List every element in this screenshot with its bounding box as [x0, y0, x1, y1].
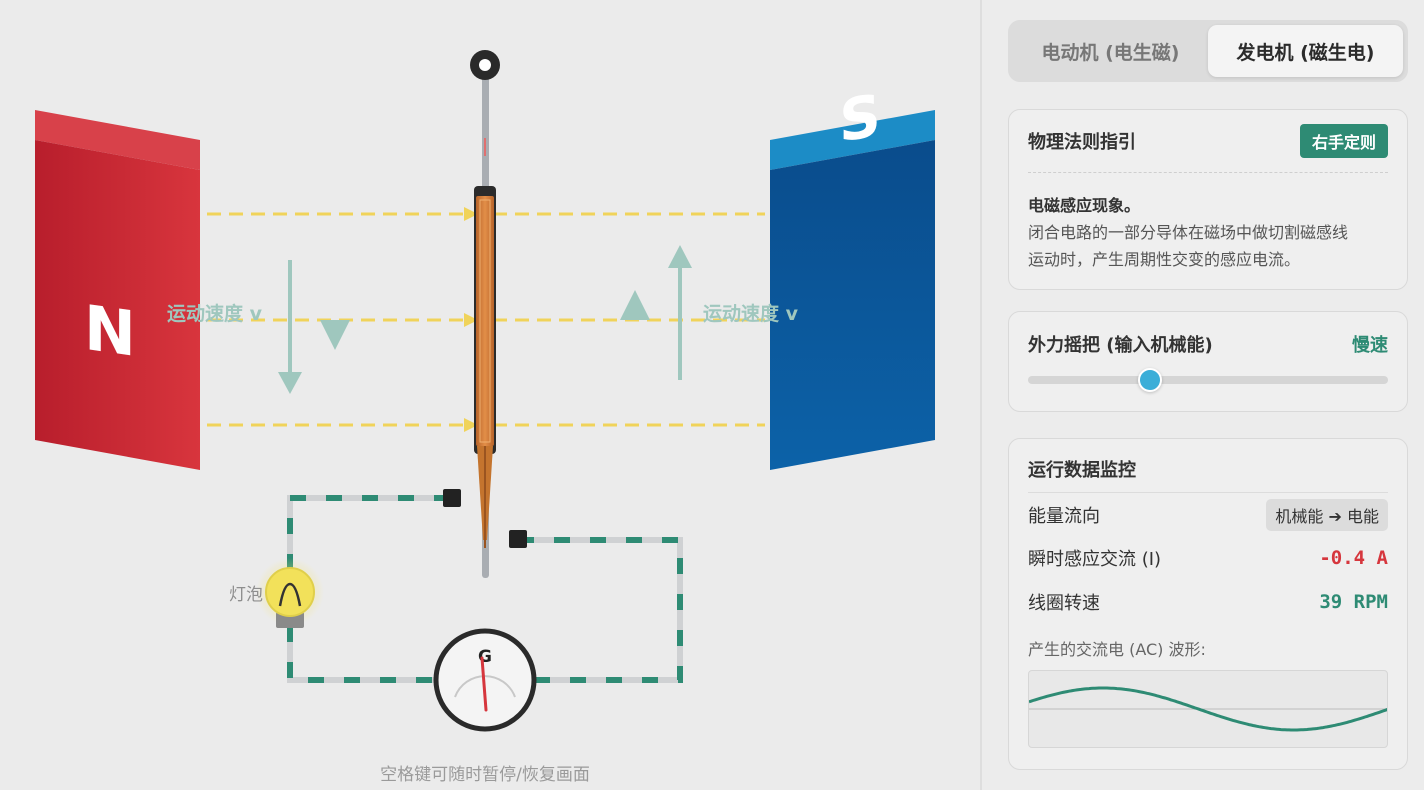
- velocity-arrow-down: [278, 260, 350, 394]
- current-label: 瞬时感应交流 (I): [1028, 549, 1162, 571]
- mode-tabs: 电动机 (电生磁) 发电机 (磁生电): [1008, 20, 1408, 82]
- generator-diagram: N S: [35, 50, 935, 732]
- rpm-value: 39 RPM: [1319, 590, 1388, 613]
- right-hand-rule-badge: 右手定则: [1299, 124, 1388, 158]
- north-pole-label: N: [84, 291, 136, 371]
- crank-control-card: 外力摇把 (输入机械能) 慢速: [1008, 311, 1408, 412]
- velocity-label-right: 运动速度 v: [703, 303, 799, 325]
- galvanometer: G: [433, 628, 537, 732]
- law-body-line-2: 运动时，产生周期性交变的感应电流。: [1028, 250, 1301, 269]
- law-body-line-1: 闭合电路的一部分导体在磁场中做切割磁感线: [1028, 223, 1349, 242]
- north-magnet: N: [35, 110, 200, 470]
- law-card-title: 物理法则指引: [1028, 132, 1136, 153]
- crank-title: 外力摇把 (输入机械能): [1028, 335, 1213, 356]
- pause-hint: 空格键可随时暂停/恢复画面: [380, 765, 590, 785]
- speed-indicator: 慢速: [1352, 335, 1388, 356]
- current-value: -0.4 A: [1319, 547, 1388, 570]
- ac-waveform-line: [1029, 686, 1387, 731]
- light-bulb: [256, 558, 324, 628]
- galvanometer-needle: [480, 656, 488, 712]
- field-arrows: [464, 207, 478, 432]
- tab-motor[interactable]: 电动机 (电生磁): [1041, 41, 1180, 64]
- slider-thumb[interactable]: [1138, 368, 1163, 392]
- data-monitor-card: 运行数据监控 能量流向 机械能 ➔ 电能 瞬时感应交流 (I) -0.4 A 线…: [1008, 438, 1408, 770]
- energy-flow-row: 能量流向 机械能 ➔ 电能: [1028, 493, 1388, 537]
- brush-contact-right: [509, 530, 527, 548]
- velocity-arrow-up: [620, 245, 692, 380]
- magnetic-field-lines: [207, 212, 765, 427]
- galvanometer-label: G: [478, 647, 492, 667]
- law-description: 电磁感应现象。 闭合电路的一部分导体在磁场中做切割磁感线 运动时，产生周期性交变…: [1028, 173, 1388, 273]
- control-panel: 电动机 (电生磁) 发电机 (磁生电) 物理法则指引 右手定则 电磁感应现象。 …: [980, 0, 1424, 790]
- physics-law-card: 物理法则指引 右手定则 电磁感应现象。 闭合电路的一部分导体在磁场中做切割磁感线…: [1008, 109, 1408, 290]
- velocity-label-left: 运动速度 v: [167, 303, 263, 325]
- monitor-title: 运行数据监控: [1028, 439, 1388, 493]
- current-row: 瞬时感应交流 (I) -0.4 A: [1028, 537, 1388, 581]
- coil: [474, 186, 496, 548]
- law-heading: 电磁感应现象。: [1028, 196, 1141, 215]
- crank-speed-slider[interactable]: [1028, 368, 1388, 392]
- south-magnet: S: [770, 81, 935, 470]
- crank-handle-knob[interactable]: [470, 50, 500, 80]
- brush-contact-left: [443, 489, 461, 507]
- simulation-stage: N S: [35, 50, 935, 785]
- tab-generator[interactable]: 发电机 (磁生电): [1208, 25, 1403, 77]
- energy-flow-label: 能量流向: [1028, 505, 1100, 527]
- rpm-label: 线圈转速: [1028, 592, 1100, 614]
- ac-waveform-chart: [1028, 669, 1388, 748]
- slider-track[interactable]: [1028, 376, 1388, 384]
- waveform-label: 产生的交流电 (AC) 波形:: [1028, 639, 1206, 659]
- bulb-label: 灯泡: [229, 585, 263, 605]
- south-pole-label: S: [839, 81, 881, 156]
- energy-flow-value: 机械能 ➔ 电能: [1266, 498, 1388, 531]
- rpm-row: 线圈转速 39 RPM: [1028, 580, 1388, 624]
